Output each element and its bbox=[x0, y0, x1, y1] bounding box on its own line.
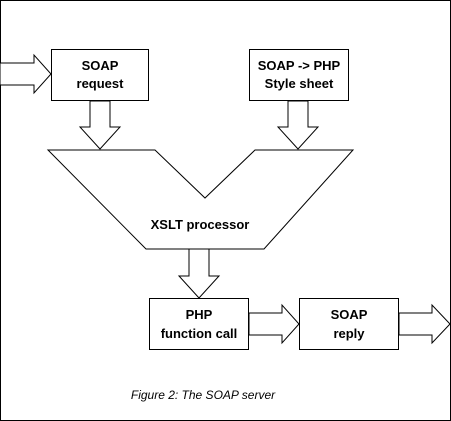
output-arrow bbox=[398, 303, 451, 345]
xslt-processor-label: XSLT processor bbox=[151, 217, 250, 232]
soap-reply-label-line1: SOAP bbox=[331, 307, 368, 322]
soap-request-label-line2: request bbox=[77, 76, 125, 91]
stylesheet-label-line1: SOAP -> PHP bbox=[258, 58, 341, 73]
soap-reply-label-line2: reply bbox=[333, 326, 365, 341]
soap-request-box: SOAP request bbox=[51, 49, 149, 101]
processor-to-php-arrow bbox=[177, 248, 221, 299]
php-call-label-line2: function call bbox=[161, 326, 238, 341]
soap-reply-box: SOAP reply bbox=[299, 298, 399, 350]
stylesheet-label-line2: Style sheet bbox=[265, 76, 334, 91]
php-call-label-line1: PHP bbox=[186, 307, 213, 322]
input-arrow bbox=[0, 53, 52, 95]
php-function-call-box: PHP function call bbox=[149, 298, 249, 350]
php-to-reply-arrow bbox=[248, 303, 300, 345]
request-to-processor-arrow bbox=[78, 100, 122, 150]
soap-request-label-line1: SOAP bbox=[82, 58, 119, 73]
stylesheet-box: SOAP -> PHP Style sheet bbox=[249, 49, 349, 101]
figure-caption: Figure 2: The SOAP server bbox=[131, 388, 276, 402]
stylesheet-to-processor-arrow bbox=[276, 100, 320, 150]
xslt-processor-shape: XSLT processor bbox=[46, 149, 355, 250]
